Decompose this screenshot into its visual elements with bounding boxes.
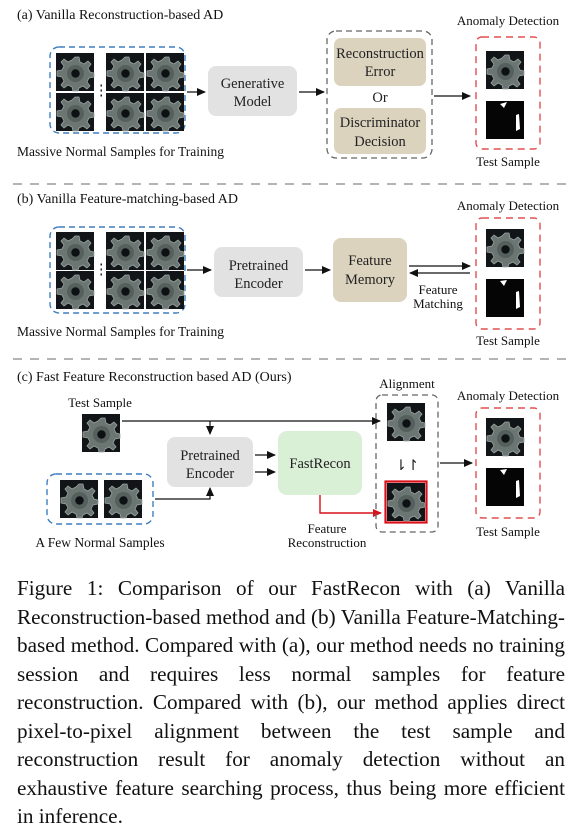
panel-c-anomaly-label: Anomaly Detection (457, 388, 560, 403)
encoder-label-2: Encoder (186, 466, 234, 482)
panel-a-anomaly-label: Anomaly Detection (457, 13, 560, 28)
pretrained-encoder-box (167, 437, 253, 487)
panel-b-training-label: Massive Normal Samples for Training (17, 324, 224, 339)
panel-c-test-label: Test Sample (476, 524, 540, 539)
encoder-label-1: Pretrained (180, 448, 240, 464)
anomaly-mask-image (486, 101, 524, 139)
training-sample-image (55, 231, 95, 271)
panel-b-anomaly-label: Anomaly Detection (457, 198, 560, 213)
training-sample-image (145, 270, 185, 310)
discriminator-decision-label-1: Discriminator (340, 115, 421, 131)
feature-matching-label-1: Feature (419, 282, 458, 297)
normal-sample-image (103, 479, 143, 519)
feature-matching-label-2: Matching (413, 296, 463, 311)
panel-b-result-frame (475, 217, 541, 330)
fastrecon-box (278, 431, 362, 495)
anomaly-mask-image (486, 279, 524, 317)
few-normal-samples-frame (46, 473, 154, 525)
generative-model-label-1: Generative (221, 76, 285, 92)
feature-reconstruction-label-1: Feature (308, 521, 347, 536)
figure-caption: Figure 1: Comparison of our FastRecon wi… (17, 576, 565, 828)
alignment-label: Alignment (379, 376, 435, 391)
training-sample-image (105, 231, 145, 271)
or-label: Or (372, 90, 387, 106)
panel-a-training-label: Massive Normal Samples for Training (17, 144, 224, 159)
panel-b-training-samples-frame (49, 226, 186, 314)
fastrecon-label: FastRecon (289, 456, 351, 472)
panel-a-result-frame (475, 36, 541, 150)
training-sample-image (55, 92, 95, 132)
training-sample-image (105, 270, 145, 310)
alignment-frame (375, 394, 439, 533)
aligned-test-image (386, 402, 426, 442)
training-sample-image (55, 52, 95, 92)
training-sample-image (145, 231, 185, 271)
training-sample-image (105, 52, 145, 92)
training-sample-image (145, 52, 185, 92)
ellipsis-icon: ⋮ (94, 83, 109, 99)
panel-c-title: (c) Fast Feature Reconstruction based AD… (17, 370, 292, 385)
panel-a-training-samples-frame (49, 46, 186, 134)
panel-c-result-frame (475, 407, 541, 519)
panel-a-title: (a) Vanilla Reconstruction-based AD (17, 8, 223, 23)
encoder-label-2: Encoder (234, 276, 282, 292)
memory-label-1: Feature (348, 253, 391, 269)
reconstruction-error-label-2: Error (365, 64, 396, 80)
training-sample-image (105, 92, 145, 132)
figure-diagram: (a) Vanilla Reconstruction-based AD ⋮ Ma… (13, 8, 568, 550)
training-sample-image (145, 92, 185, 132)
generative-model-label-2: Model (234, 94, 272, 110)
panel-a-output-frame (326, 30, 433, 159)
reconstruction-error-label-1: Reconstruction (336, 46, 425, 62)
panel-b-test-label: Test Sample (476, 333, 540, 348)
feature-reconstruction-label-2: Reconstruction (288, 535, 367, 550)
generative-model-box (208, 66, 297, 116)
test-sample-input-label: Test Sample (68, 395, 132, 410)
anomaly-mask-image (486, 468, 524, 506)
memory-label-2: Memory (345, 272, 396, 288)
alignment-arrow-icon: ⇂↾ (395, 458, 419, 474)
discriminator-decision-box (334, 108, 426, 154)
feature-memory-box (333, 238, 407, 302)
reconstructed-image (386, 482, 426, 522)
training-sample-image (55, 270, 95, 310)
test-sample-image (485, 50, 525, 90)
test-sample-image (485, 417, 525, 457)
test-sample-image (485, 228, 525, 268)
pretrained-encoder-box (214, 247, 303, 297)
discriminator-decision-label-2: Decision (354, 134, 406, 150)
few-normal-label: A Few Normal Samples (35, 535, 164, 550)
encoder-label-1: Pretrained (229, 258, 289, 274)
reconstruction-error-box (334, 38, 426, 86)
panel-b-title: (b) Vanilla Feature-matching-based AD (17, 192, 238, 207)
normal-sample-image (59, 479, 99, 519)
reconstruction-highlight (384, 480, 428, 524)
ellipsis-icon: ⋮ (94, 262, 109, 278)
test-sample-input-image (81, 413, 121, 453)
panel-a-test-label: Test Sample (476, 154, 540, 169)
